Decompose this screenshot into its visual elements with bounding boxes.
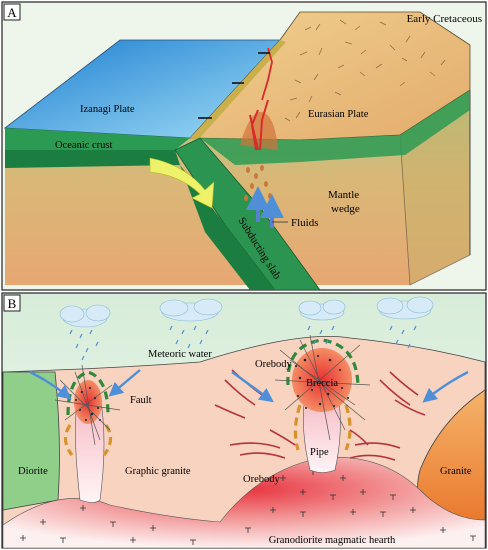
graphic-granite-label: Graphic granite [125,466,191,477]
breccia-label: Breccia [306,378,338,389]
cloud-right [376,296,434,320]
cloud-left [59,304,111,328]
mantle-wedge-label-line2: wedge [331,203,360,215]
period-label: Early Cretaceous [407,13,482,25]
subduction-arrow [149,157,215,209]
meteoric-water-label: Meteoric water [148,349,212,360]
eurasian-plate-label: Eurasian Plate [308,109,369,120]
rain-drops [69,325,417,361]
panel-a-tag-box [3,3,21,21]
izanagi-plate-label: Izanagi Plate [80,104,135,115]
panel-b-tag-box [3,294,21,312]
panel-b-tag: B [8,296,17,311]
arc-magma [240,111,278,150]
breccia-fragments [75,355,349,421]
oceanic-crust-label: Oceanic crust [55,140,113,151]
fluids-label: Fluids [291,217,319,229]
oceanic-crust-band [5,128,190,150]
panel-a: A Early Cretaceous Izanagi Plate Oceanic… [1,1,487,291]
pipe-label: Pipe [310,447,329,458]
magmatic-hearth-label: Granodiorite magmatic hearth [269,535,396,546]
orebody-mid-label: Orebody [243,474,280,485]
mantle-wedge-label-line1: Mantle [328,189,359,201]
panel-a-tag: A [7,5,17,20]
eurasian-continent [189,11,471,141]
orebody-top-label: Orebody [255,359,292,370]
fault-label: Fault [130,395,152,406]
panel-b: B Meteoric water Orebody Breccia Fault D… [1,292,487,549]
right-pipe [303,394,341,473]
hearth-cross-pattern [20,469,476,545]
cloud-middle [159,298,223,322]
right-breccia [292,348,352,412]
meteoric-water-arrows [29,369,469,403]
diorite-body [2,371,60,511]
diorite-label: Diorite [18,466,48,477]
granite-label: Granite [440,466,472,477]
cloud-center-right [298,299,346,321]
